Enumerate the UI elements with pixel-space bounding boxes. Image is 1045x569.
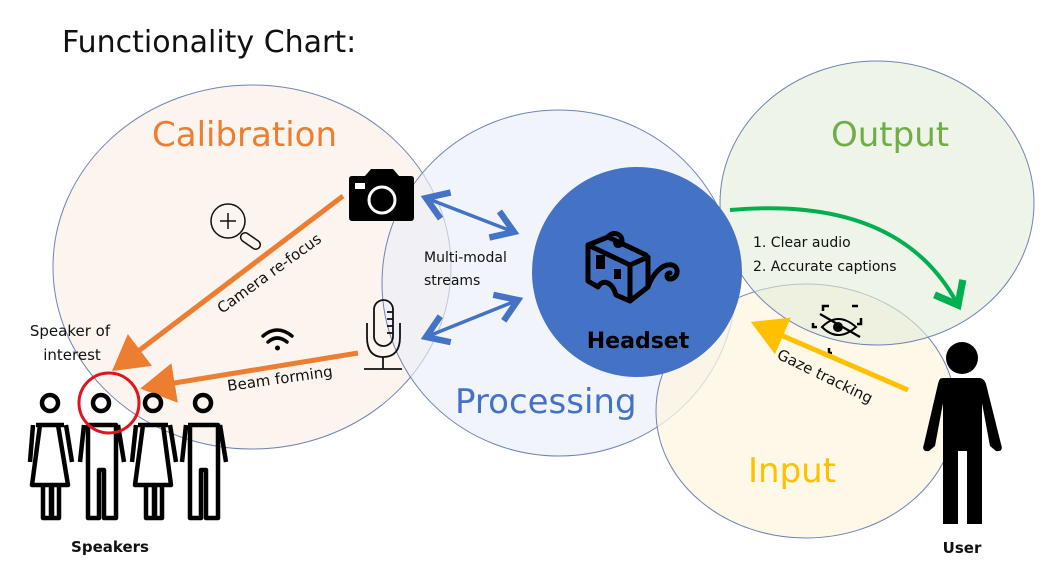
- camera-refocus-arrow: [112, 194, 345, 372]
- camera-icon: [349, 169, 414, 221]
- chart-title: Functionality Chart:: [62, 25, 356, 60]
- speaker-of-interest-label-2: interest: [43, 346, 101, 364]
- speaker-of-interest-highlight: [77, 371, 141, 435]
- gaze-tracking-arrow: [750, 317, 909, 393]
- user-label: User: [943, 539, 982, 557]
- microphone-icon: [364, 299, 402, 370]
- speakers-label: Speakers: [71, 538, 149, 556]
- zoom-in-icon: [210, 203, 262, 250]
- speakers-group-icon: [27, 392, 229, 521]
- 3d-glasses-icon: [585, 231, 680, 304]
- output-item-1: 1. Clear audio: [753, 235, 851, 251]
- wifi-icon: [261, 328, 294, 351]
- beam-forming-arrow: [140, 350, 359, 403]
- input-label: Input: [748, 451, 836, 491]
- camera-stream-arrow: [420, 189, 520, 241]
- headset-label: Headset: [587, 329, 690, 354]
- mic-stream-arrow: [420, 291, 524, 346]
- output-item-2: 2. Accurate captions: [753, 259, 897, 275]
- output-arrow: [729, 206, 967, 311]
- multimodal-label-1: Multi-modal: [424, 250, 507, 266]
- output-label: Output: [831, 115, 949, 155]
- eye-tracking-icon: [811, 304, 863, 355]
- speaker-of-interest-label-1: Speaker of: [30, 322, 111, 340]
- headset-node: [532, 167, 742, 377]
- output-region: [719, 60, 1035, 346]
- user-icon: [923, 342, 1002, 524]
- multimodal-label-2: streams: [424, 273, 480, 289]
- calibration-label: Calibration: [152, 115, 337, 155]
- processing-label: Processing: [455, 382, 637, 422]
